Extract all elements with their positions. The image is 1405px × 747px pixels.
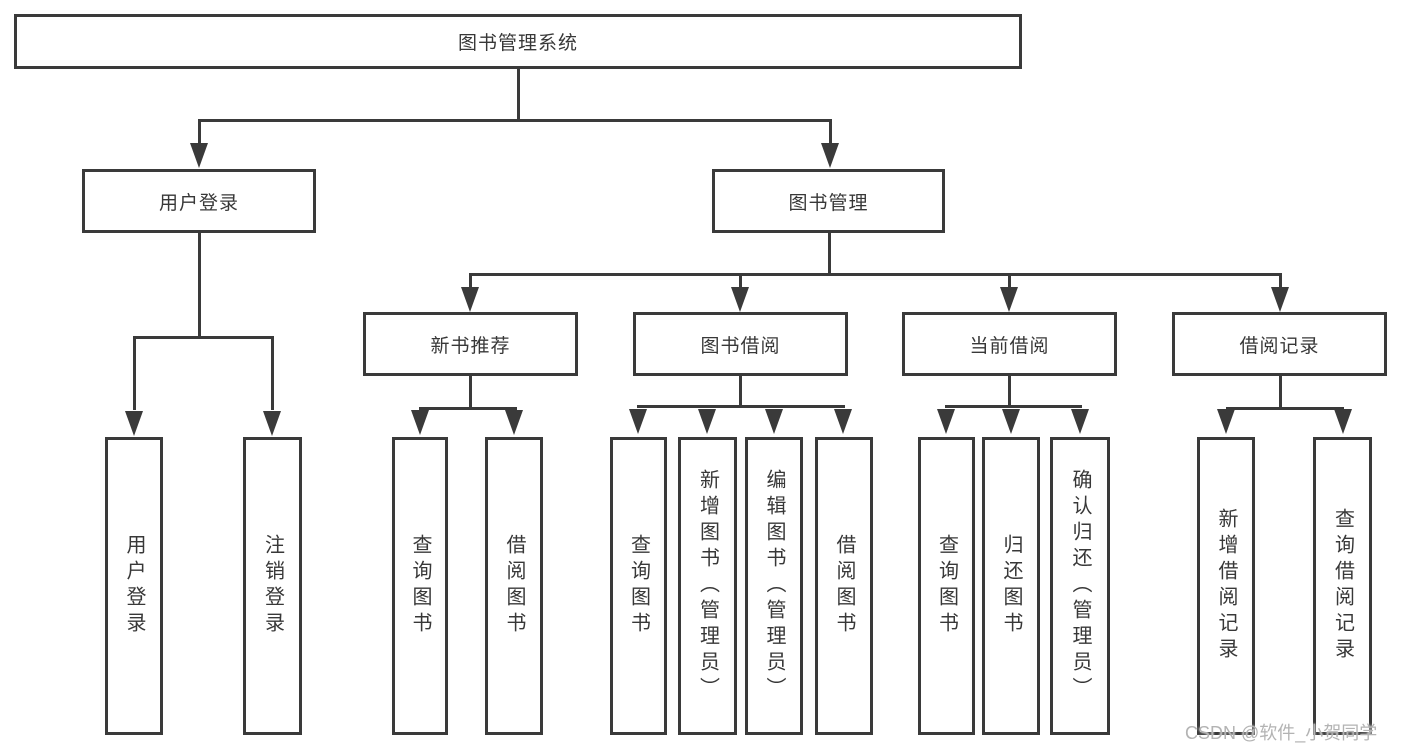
node-current-borrowing: 当前借阅 [902,312,1117,376]
leaf-borrow-books: 借阅图书 [485,437,543,735]
node-new-book-recommend: 新书推荐 [363,312,578,376]
connector-root-drop-left [198,119,201,145]
arrow-down-icon [937,409,955,434]
leaf-add-books-admin: 新增图书（管理员） [678,437,737,735]
connector-book-mgmt-drop-3 [1008,273,1011,287]
arrow-down-icon [1334,409,1352,434]
node-book-borrowing: 图书借阅 [633,312,848,376]
connector-new-book-stem [469,375,472,409]
leaf-return-books: 归还图书 [982,437,1040,735]
arrow-down-icon [1071,409,1089,434]
arrow-down-icon [731,287,749,312]
leaf-query-books: 查询图书 [610,437,667,735]
leaf-confirm-return-admin: 确认归还（管理员） [1050,437,1110,735]
leaf-add-borrow-record: 新增借阅记录 [1197,437,1255,735]
connector-book-mgmt-crossbar [469,273,1282,276]
connector-book-borrow-stem [739,375,742,407]
connector-user-login-stem [198,233,201,337]
connector-book-mgmt-drop-2 [739,273,742,287]
leaf-user-login: 用户登录 [105,437,163,735]
arrow-down-icon [263,411,281,436]
connector-user-login-drop-right [271,336,274,410]
arrow-down-icon [1002,409,1020,434]
connector-root-drop-right [829,119,832,145]
connector-user-login-drop-left [133,336,136,410]
arrow-down-icon [1217,409,1235,434]
connector-user-login-crossbar [133,336,274,339]
node-user-login: 用户登录 [82,169,316,233]
arrow-down-icon [411,410,429,435]
arrow-down-icon [1271,287,1289,312]
arrow-down-icon [461,287,479,312]
arrow-down-icon [190,143,208,168]
connector-borrow-records-stem [1279,376,1282,409]
arrow-down-icon [1000,287,1018,312]
connector-new-book-crossbar [419,407,517,410]
arrow-down-icon [834,409,852,434]
leaf-query-borrow-record: 查询借阅记录 [1313,437,1372,735]
connector-root-stem [517,69,520,120]
connector-book-borrow-crossbar [637,405,845,408]
arrow-down-icon [125,411,143,436]
arrow-down-icon [821,143,839,168]
connector-book-mgmt-drop-1 [469,273,472,287]
connector-current-borrow-crossbar [945,405,1082,408]
connector-current-borrow-stem [1008,375,1011,407]
node-borrowing-records: 借阅记录 [1172,312,1387,376]
connector-root-crossbar [198,119,832,122]
arrow-down-icon [505,410,523,435]
node-library-management-system: 图书管理系统 [14,14,1022,69]
csdn-watermark: CSDN @软件_小贺同学 [1185,723,1378,743]
arrow-down-icon [765,409,783,434]
node-book-management: 图书管理 [712,169,945,233]
arrow-down-icon [629,409,647,434]
connector-book-mgmt-drop-4 [1279,273,1282,287]
connector-borrow-records-crossbar [1226,407,1344,410]
connector-book-mgmt-stem [828,233,831,274]
leaf-edit-books-admin: 编辑图书（管理员） [745,437,803,735]
leaf-query-books: 查询图书 [392,437,448,735]
arrow-down-icon [698,409,716,434]
leaf-borrow-books: 借阅图书 [815,437,873,735]
leaf-logout: 注销登录 [243,437,302,735]
leaf-query-books: 查询图书 [918,437,975,735]
